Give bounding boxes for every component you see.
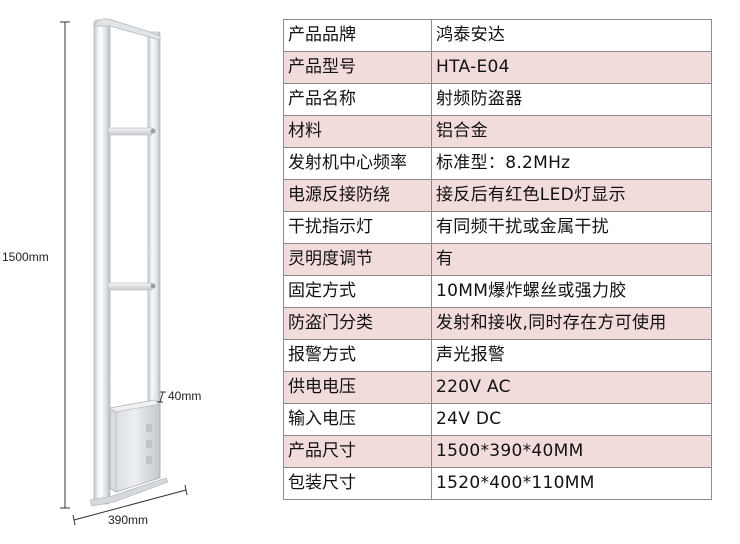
spec-value: 24V DC <box>431 403 712 436</box>
spec-label: 包装尺寸 <box>283 467 432 500</box>
left-pole <box>93 19 111 505</box>
antenna-gate-drawing <box>60 18 188 526</box>
spec-label: 发射机中心频率 <box>283 147 432 180</box>
upper-crossbar <box>107 127 156 136</box>
table-row: 产品型号 HTA-E04 <box>283 51 712 84</box>
table-row: 报警方式 声光报警 <box>283 339 712 372</box>
spec-label: 固定方式 <box>283 275 432 308</box>
table-row: 防盗门分类 发射和接收,同时存在方可使用 <box>283 307 712 340</box>
spec-label: 产品名称 <box>283 83 432 116</box>
spec-label: 报警方式 <box>283 339 432 372</box>
spec-value: 1520*400*110MM <box>431 467 712 500</box>
table-row: 电源反接防绕 接反后有红色LED灯显示 <box>283 179 712 212</box>
table-row: 发射机中心频率 标准型：8.2MHz <box>283 147 712 180</box>
spec-value: 标准型：8.2MHz <box>431 147 712 180</box>
lower-crossbar <box>107 282 156 291</box>
table-row: 供电电压 220V AC <box>283 371 712 404</box>
spec-value: 10MM爆炸螺丝或强力胶 <box>431 275 712 308</box>
table-row: 灵明度调节 有 <box>283 243 712 276</box>
table-row: 干扰指示灯 有同频干扰或金属干扰 <box>283 211 712 244</box>
depth-dimension-marker <box>157 391 166 403</box>
product-illustration: 1500mm 40mm 390mm <box>0 0 270 544</box>
spec-value: HTA-E04 <box>431 51 712 84</box>
spec-label: 灵明度调节 <box>283 243 432 276</box>
height-dimension-line <box>60 21 70 509</box>
table-row: 产品尺寸 1500*390*40MM <box>283 435 712 468</box>
top-connector <box>93 18 161 41</box>
base-control-box <box>109 399 161 493</box>
spec-value: 有同频干扰或金属干扰 <box>431 211 712 244</box>
table-row: 产品名称 射频防盗器 <box>283 83 712 116</box>
spec-value: 220V AC <box>431 371 712 404</box>
spec-value: 接反后有红色LED灯显示 <box>431 179 712 212</box>
spec-value: 发射和接收,同时存在方可使用 <box>431 307 712 340</box>
spec-value: 射频防盗器 <box>431 83 712 116</box>
width-dimension-line <box>72 484 188 526</box>
spec-label: 供电电压 <box>283 371 432 404</box>
spec-value: 1500*390*40MM <box>431 435 712 468</box>
table-row: 材料 铝合金 <box>283 115 712 148</box>
spec-value: 铝合金 <box>431 115 712 148</box>
pole-foot <box>89 477 169 507</box>
table-row: 输入电压 24V DC <box>283 403 712 436</box>
spec-table: 产品品牌 鸿泰安达 产品型号 HTA-E04 产品名称 射频防盗器 材料 铝合金… <box>283 19 712 500</box>
spec-label: 电源反接防绕 <box>283 179 432 212</box>
table-row: 包装尺寸 1520*400*110MM <box>283 467 712 500</box>
depth-label: 40mm <box>168 389 202 403</box>
spec-label: 防盗门分类 <box>283 307 432 340</box>
spec-value: 鸿泰安达 <box>431 19 712 52</box>
spec-label: 产品尺寸 <box>283 435 432 468</box>
spec-label: 产品品牌 <box>283 19 432 52</box>
height-label: 1500mm <box>2 250 49 264</box>
spec-label: 干扰指示灯 <box>283 211 432 244</box>
spec-label: 输入电压 <box>283 403 432 436</box>
spec-value: 有 <box>431 243 712 276</box>
spec-label: 产品型号 <box>283 51 432 84</box>
width-label: 390mm <box>108 513 149 527</box>
table-row: 固定方式 10MM爆炸螺丝或强力胶 <box>283 275 712 308</box>
table-row: 产品品牌 鸿泰安达 <box>283 19 712 52</box>
spec-label: 材料 <box>283 115 432 148</box>
spec-value: 声光报警 <box>431 339 712 372</box>
